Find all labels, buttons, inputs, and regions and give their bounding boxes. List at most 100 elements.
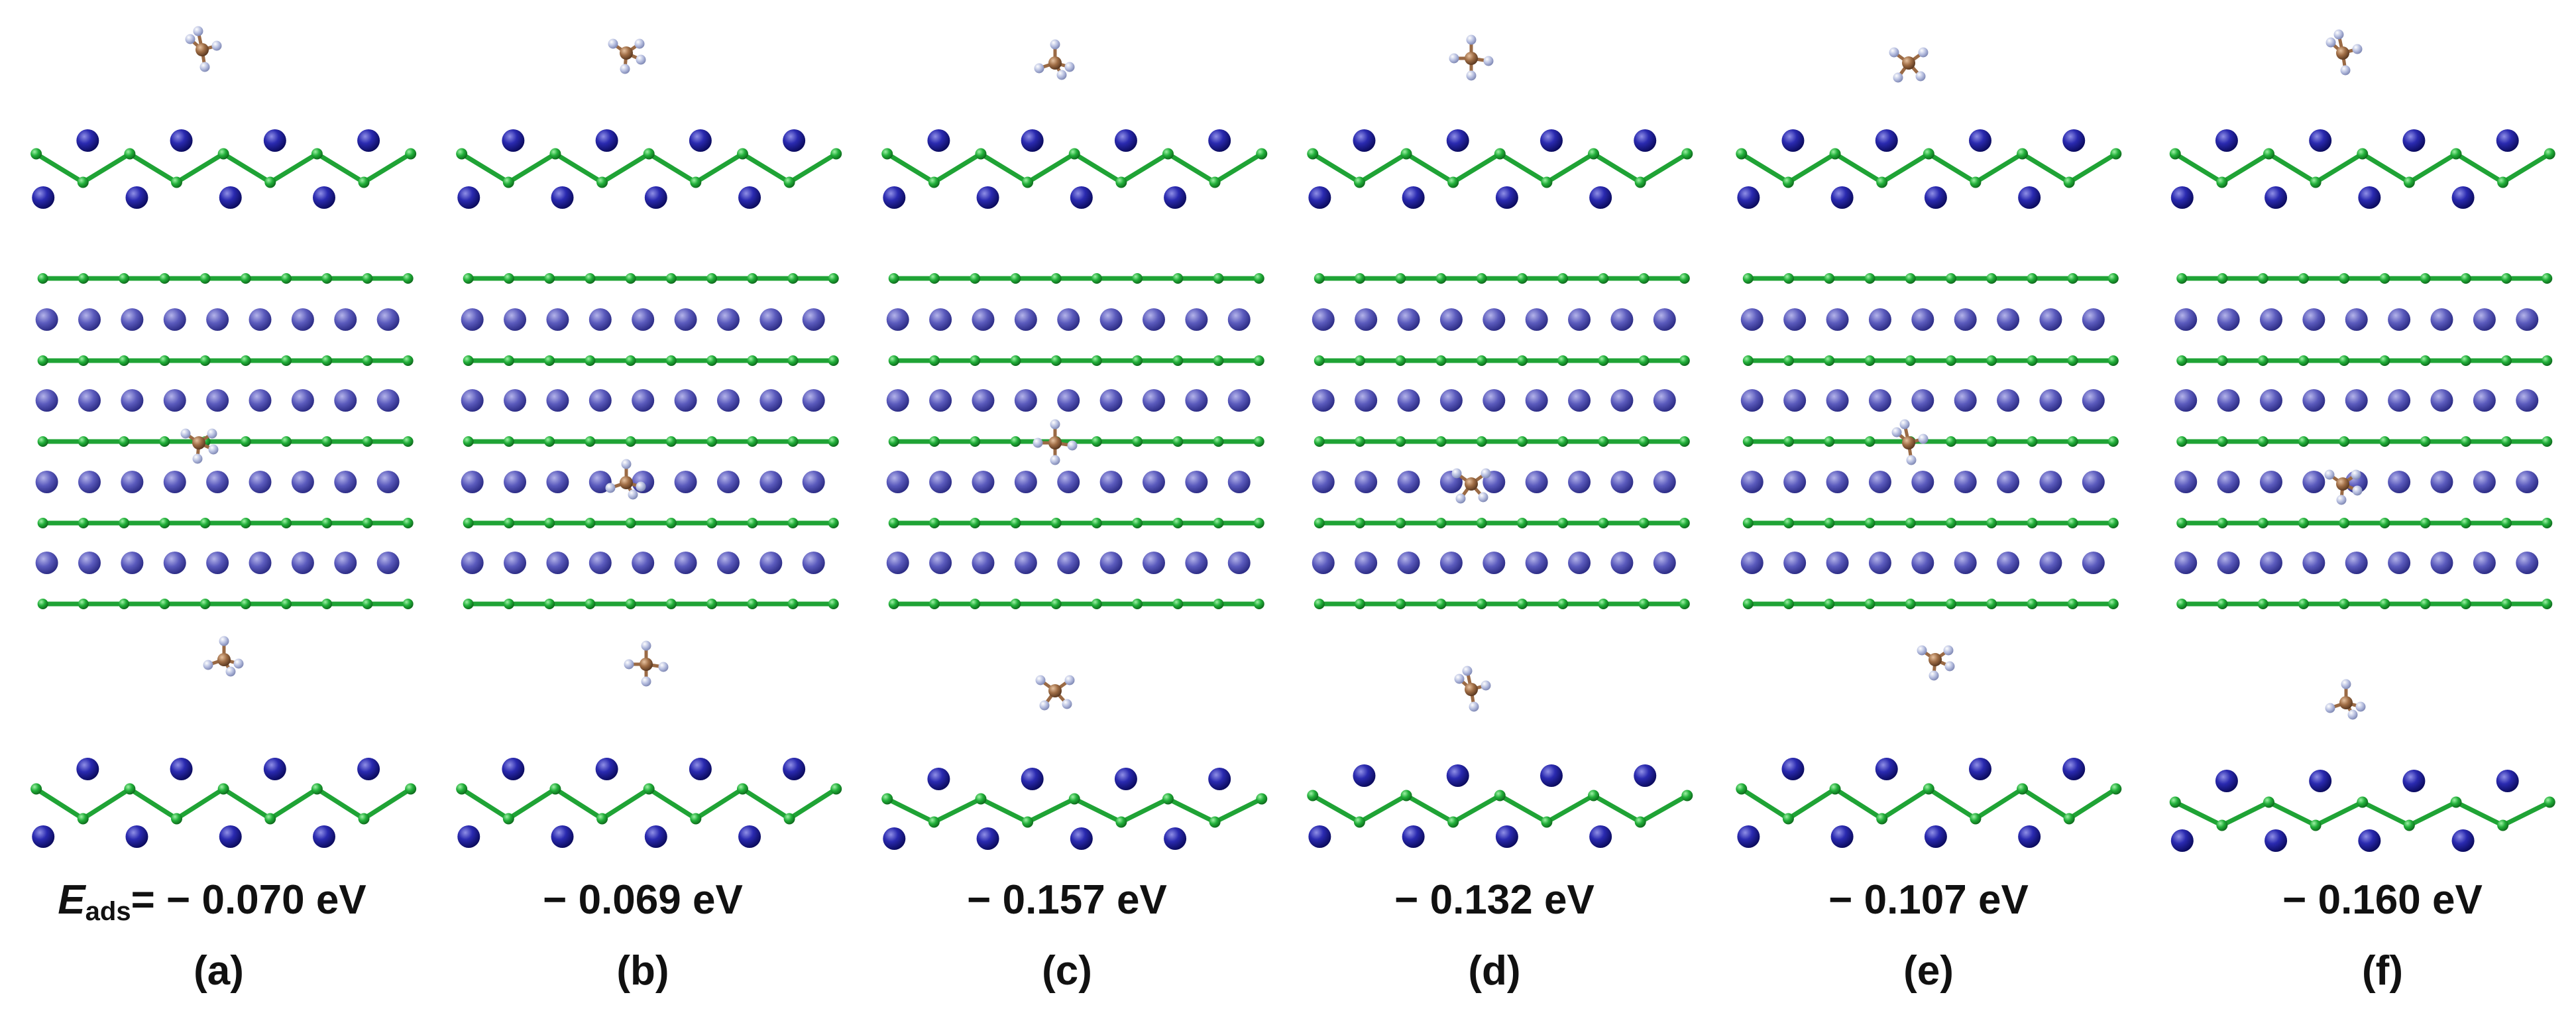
green-atom: [1213, 436, 1224, 447]
metal-atom: [2039, 389, 2062, 412]
metal-atom: [1954, 471, 1977, 493]
green-atom: [2176, 436, 2188, 447]
hydrogen-atom: [1451, 468, 1462, 479]
green-atom: [1736, 783, 1748, 795]
energy-value: − 0.069 eV: [543, 877, 743, 923]
green-atom: [1824, 273, 1835, 284]
green-atom: [1132, 436, 1143, 447]
green-atom: [1679, 355, 1690, 366]
green-atom: [1864, 273, 1876, 284]
metal-atom: [972, 389, 995, 412]
metal-atom: [1653, 308, 1676, 331]
side-view-slab: [2169, 770, 2555, 852]
hydrogen-atom: [1067, 440, 1078, 451]
green-atom: [2217, 436, 2228, 447]
green-atom: [2420, 518, 2431, 528]
green-atom: [77, 176, 89, 188]
metal-atom: [1208, 129, 1231, 152]
metal-atom: [1525, 389, 1548, 412]
metal-atom: [802, 308, 825, 331]
metal-atom: [1099, 308, 1123, 331]
green-atom: [1986, 273, 1997, 284]
ch4-molecule: [2325, 679, 2366, 720]
green-atom: [1354, 355, 1365, 366]
metal-atom: [588, 552, 612, 574]
green-atom: [37, 355, 48, 366]
ch4-molecule: [1891, 419, 1929, 465]
metal-atom: [1014, 471, 1037, 493]
green-atom: [2460, 518, 2471, 528]
metal-atom: [2217, 308, 2240, 331]
energy-value: − 0.107 eV: [1828, 877, 2029, 923]
metal-atom: [2388, 471, 2411, 493]
green-atom: [928, 816, 940, 828]
green-atom: [1970, 176, 1982, 188]
green-atom: [159, 599, 170, 609]
metal-atom: [1868, 389, 1891, 412]
green-atom: [1945, 273, 1956, 284]
hydrogen-atom: [1039, 700, 1050, 711]
metal-atom: [1868, 552, 1891, 574]
green-atom: [888, 436, 899, 447]
green-atom: [1598, 436, 1609, 447]
metal-atom: [2451, 186, 2475, 209]
hydrogen-atom: [233, 658, 244, 669]
green-atom: [549, 148, 561, 160]
metal-atom: [759, 389, 783, 412]
green-atom: [1945, 436, 1956, 447]
ch4-molecule: [180, 428, 219, 464]
carbon-atom: [192, 436, 205, 449]
metal-atom: [1568, 308, 1591, 331]
green-atom: [159, 436, 170, 447]
metal-atom: [1783, 471, 1807, 493]
top-view-lattice: [1312, 273, 1690, 609]
metal-atom: [1568, 471, 1591, 493]
hydrogen-atom: [1462, 666, 1473, 676]
hydrogen-atom: [1915, 71, 1926, 82]
metal-atom: [1875, 758, 1898, 780]
hydrogen-atom: [2340, 65, 2351, 76]
metal-atom: [588, 308, 612, 331]
green-atom: [2420, 599, 2431, 609]
green-atom: [690, 813, 702, 825]
green-atom: [1557, 599, 1569, 609]
metal-atom: [1868, 308, 1891, 331]
green-atom: [2379, 273, 2390, 284]
green-atom: [787, 599, 799, 609]
hydrogen-atom: [1469, 701, 1479, 712]
hydrogen-atom: [1064, 62, 1075, 72]
green-atom: [240, 518, 251, 528]
hydrogen-atom: [2341, 679, 2351, 689]
green-atom: [2067, 599, 2078, 609]
hydrogen-atom: [2333, 29, 2344, 40]
green-atom: [665, 518, 677, 528]
hydrogen-atom: [636, 481, 646, 492]
metal-atom: [1589, 825, 1612, 848]
metal-atom: [461, 308, 484, 331]
metal-atom: [1997, 552, 2020, 574]
carbon-atom: [620, 46, 633, 60]
green-atom: [2027, 436, 2038, 447]
energy-value: − 0.157 eV: [967, 877, 1167, 923]
metal-atom: [1653, 552, 1676, 574]
hydrogen-atom: [180, 428, 191, 439]
hydrogen-atom: [641, 676, 651, 687]
green-atom: [1783, 436, 1795, 447]
green-atom: [2379, 599, 2390, 609]
green-atom: [2403, 176, 2415, 188]
green-atom: [1115, 816, 1127, 828]
green-atom: [119, 518, 130, 528]
green-atom: [1970, 813, 1982, 825]
metal-atom: [334, 389, 357, 412]
metal-atom: [2174, 308, 2198, 331]
ch4-molecule: [2325, 29, 2363, 76]
hydrogen-atom: [1062, 699, 1072, 709]
green-atom: [1742, 599, 1754, 609]
green-atom: [199, 273, 211, 284]
metal-atom: [163, 389, 186, 412]
metal-atom: [1634, 764, 1657, 787]
metal-atom: [78, 471, 101, 493]
metal-atom: [1070, 186, 1093, 209]
metal-atom: [1397, 471, 1420, 493]
ch4-molecule: [1449, 34, 1494, 81]
